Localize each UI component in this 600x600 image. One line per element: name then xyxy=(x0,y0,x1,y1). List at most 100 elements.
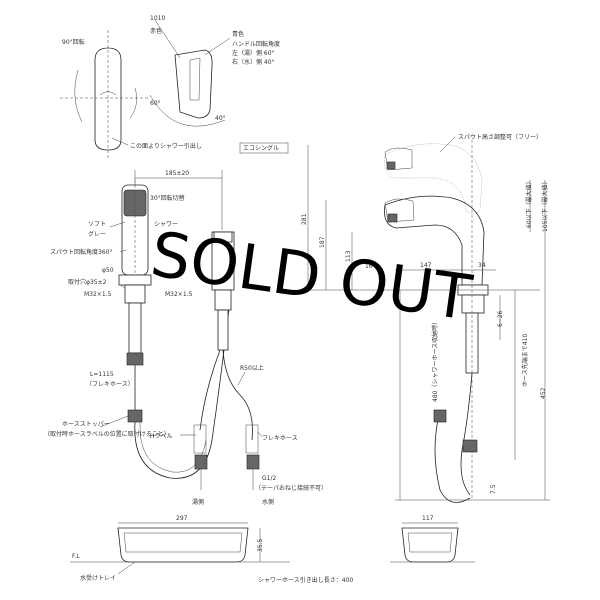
soft-label: ソフト xyxy=(88,221,106,228)
mount-hole-label: 取付穴φ35±2 xyxy=(68,278,107,286)
fitting-cold xyxy=(246,454,260,470)
spout-raised-head xyxy=(384,147,413,171)
fl-label: F.L xyxy=(72,553,80,560)
flex-hose-coil-left xyxy=(193,424,207,454)
g12-label: G1/2 xyxy=(262,475,276,482)
sold-out-stamp: SOLD OUT xyxy=(147,217,477,334)
front-view: 185±20 30°回転切替 ソフト xyxy=(44,170,327,506)
top-view: 90°回転 1010 赤色 青色 ハンドル回転角度 左（湯）側 60° 右（水）… xyxy=(60,15,280,160)
faucet-narrow-top xyxy=(213,231,233,243)
taper-note: （テーパおねじ接続不可） xyxy=(255,484,327,492)
dim-105max: 105以下（最大値） xyxy=(541,179,549,232)
flex-hose-right xyxy=(222,349,253,441)
spout-raised xyxy=(384,143,483,215)
cold-side-label: 水側 xyxy=(262,498,274,506)
handle-leader-1 xyxy=(154,19,181,59)
shower-hose-loop xyxy=(134,299,231,479)
dim-281: 281 xyxy=(301,213,308,225)
thread-right-label: M32×1.5 xyxy=(165,291,193,298)
flexible-hose-note: （フレキホース） xyxy=(86,381,134,388)
bend-radius-leader xyxy=(237,371,246,386)
handle-angle-right: 右（水）側 40° xyxy=(232,58,275,66)
side-hose-fitting xyxy=(462,439,478,453)
hot-side-label: 湯側 xyxy=(192,498,204,506)
handle-arc xyxy=(149,94,226,127)
faucet-narrow-shank xyxy=(217,309,229,351)
dim-187: 187 xyxy=(319,236,326,248)
flex-hose-label: フレキホース xyxy=(262,435,298,442)
flex-hose-coil-right xyxy=(245,424,259,454)
dim-113: 113 xyxy=(345,250,352,262)
flex-hose-left xyxy=(199,349,221,431)
hose-stopper-note: （取付時ホースラベルの位置に取付けること） xyxy=(44,430,170,438)
switch-angle-label: 30°回転切替 xyxy=(150,194,185,202)
tray-117-label: 117 xyxy=(422,515,434,522)
rotation-arc-right xyxy=(129,87,137,119)
spout-angle-leader xyxy=(119,249,127,253)
tray-label: 水受けトレイ xyxy=(80,574,116,582)
shower-label: シャワー xyxy=(154,221,178,228)
hose-shank-front xyxy=(128,302,142,354)
h-label-text: Hラベル xyxy=(150,433,173,440)
spout-lowered-head xyxy=(384,198,415,223)
ecosingle-label: エコシングル xyxy=(243,144,279,152)
handle-right-detail xyxy=(189,57,201,101)
blue-color-label: 青色 xyxy=(232,30,244,38)
rotation-arc-left xyxy=(74,69,83,123)
lever-top-outline xyxy=(94,47,122,151)
hose-length-label: L=1115 xyxy=(90,371,114,378)
angle-90-label: 90°回転 xyxy=(62,38,85,46)
deg-60-label: 60° xyxy=(150,100,161,107)
pull-length-note: シャワーホース引き出し長さ：400 xyxy=(258,576,353,584)
dim-7-5: 7.5 xyxy=(490,484,497,494)
spout-height-leader xyxy=(439,136,456,153)
dim-hose-min: ホース先端まで410 xyxy=(521,334,529,387)
fitting-hot xyxy=(194,454,208,470)
bend-radius-label: R50以上 xyxy=(240,364,264,372)
handle-right-view xyxy=(174,49,213,119)
dim-6to26: 6~26 xyxy=(497,310,504,327)
side-hose xyxy=(460,372,473,496)
handle-angle-title: ハンドル回転角度 xyxy=(232,40,280,48)
spout-height-note: スパウト高さ調整可（フリー） xyxy=(458,133,542,141)
deg-40-label: 40° xyxy=(215,115,226,122)
hose-stopper-front xyxy=(127,409,143,423)
hose-fitting-front xyxy=(126,352,144,366)
tray-label-leader xyxy=(117,561,136,575)
spout-angle-label: スパウト回転角度360° xyxy=(50,248,112,256)
thread-left-label: M32×1.5 xyxy=(84,291,112,298)
tray-front-inner xyxy=(123,532,243,553)
red-mark-label: 1010 xyxy=(150,15,165,22)
gray-label: グレー xyxy=(88,230,106,238)
side-hose-stopper xyxy=(433,409,447,423)
dim-34: 34 xyxy=(478,262,486,269)
shower-note-leader xyxy=(111,137,129,146)
faucet-base-front xyxy=(118,274,152,286)
side-view: エコシングル スパウト高さ調整可（フリー） xyxy=(239,133,550,503)
dim-16deg: 16° xyxy=(365,263,376,270)
handle-leader-2 xyxy=(204,37,231,56)
mount-hole-leader xyxy=(119,284,126,289)
hose-stopper-leader xyxy=(99,415,129,428)
dim-452: 452 xyxy=(540,387,547,399)
spout-lowered-nozzle xyxy=(387,213,398,223)
side-hose-loop xyxy=(434,409,471,503)
shower-note-label: この面よりシャワー引出し xyxy=(130,142,202,150)
dim-147: 147 xyxy=(420,262,432,269)
hose-stopper-label: ホースストッパー xyxy=(62,421,110,428)
handle-angle-left: 左（湯）側 60° xyxy=(232,49,275,57)
dia-50-label: φ50 xyxy=(102,267,114,274)
flex-hose-leader xyxy=(257,431,263,438)
front-width-dim: 185±20 xyxy=(165,170,189,177)
tray-297-label: 297 xyxy=(176,515,188,522)
spout-raised-nozzle xyxy=(386,161,396,170)
tray-section: 297 35.5 F.L 水受けトレイ 117 xyxy=(70,515,475,582)
mount-nut-front xyxy=(124,284,146,304)
dim-60max: 60以下（最大値） xyxy=(525,178,533,228)
red-color-label: 赤色 xyxy=(150,27,162,35)
soft-leader xyxy=(109,221,126,228)
tray-side-inner xyxy=(407,532,453,553)
ecosingle-box xyxy=(239,142,289,154)
tray-height-label: 35.5 xyxy=(257,538,264,552)
